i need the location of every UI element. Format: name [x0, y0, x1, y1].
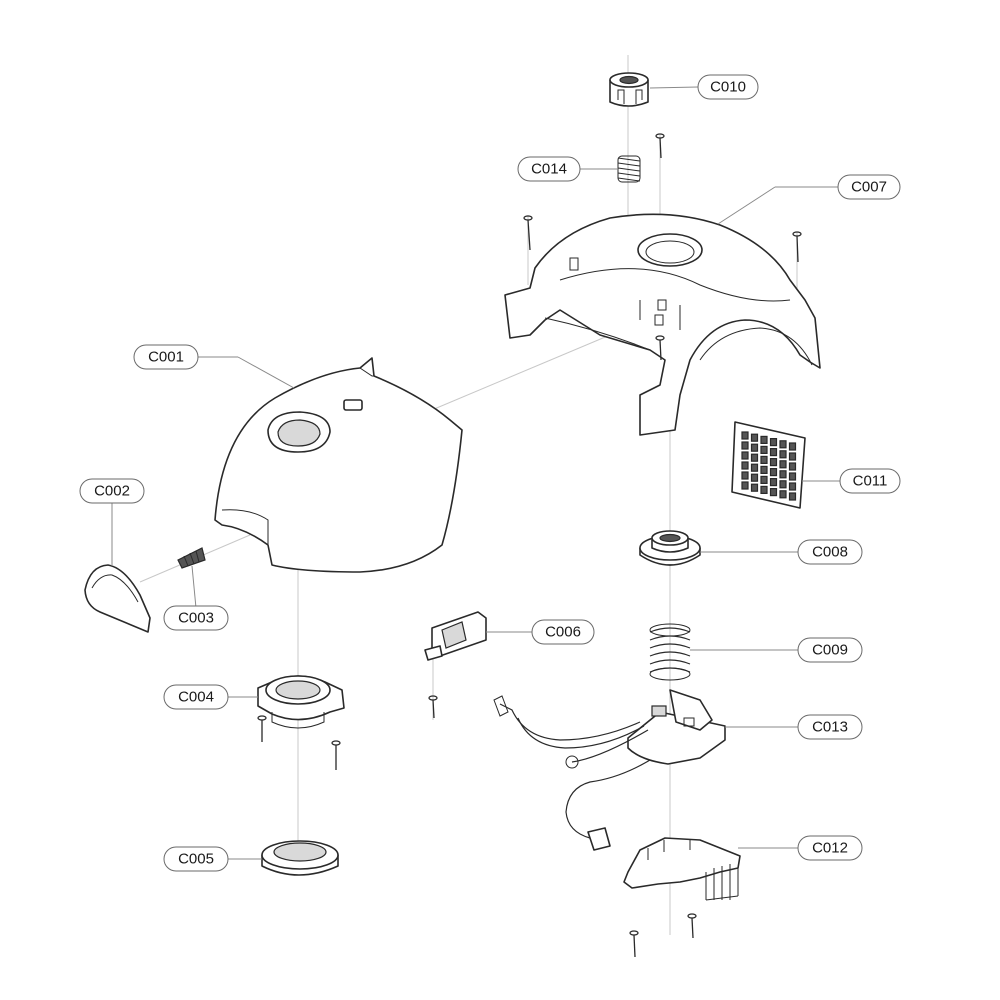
filter-cell [769, 478, 778, 487]
filter-cell [750, 473, 759, 482]
filter-cell [788, 492, 797, 501]
callout-c007: C007 [837, 174, 901, 200]
screw-top [655, 133, 665, 159]
callout-c014: C014 [517, 156, 581, 182]
callout-label: C012 [812, 840, 848, 857]
filter-cell [741, 481, 749, 490]
filter-cell [750, 453, 759, 462]
filter-cell [779, 440, 787, 449]
part-c014-spring [617, 155, 641, 183]
callout-c002: C002 [79, 478, 145, 504]
part-c010-cap [609, 72, 649, 107]
filter-cell [760, 485, 768, 494]
filter-cell [788, 462, 797, 471]
callout-label: C004 [178, 689, 214, 706]
filter-cell [769, 488, 778, 497]
filter-cell [760, 445, 768, 454]
part-c011-filter [731, 421, 806, 509]
filter-cell [788, 452, 797, 461]
callout-label: C009 [812, 642, 848, 659]
callout-label: C008 [812, 544, 848, 561]
part-c007-rear-housing [504, 213, 821, 436]
part-c002-knob-cover [84, 564, 151, 633]
filter-cell [741, 441, 749, 450]
callout-label: C007 [851, 179, 887, 196]
filter-cell [750, 433, 759, 442]
callout-label: C003 [178, 610, 214, 627]
callout-c012: C012 [797, 835, 863, 861]
callout-c006: C006 [531, 619, 595, 645]
filter-cell [788, 442, 797, 451]
filter-cell [769, 448, 778, 457]
filter-cell [779, 490, 787, 499]
callout-c010: C010 [697, 74, 759, 100]
filter-cell [741, 471, 749, 480]
callout-label: C011 [853, 473, 888, 490]
callout-label: C010 [710, 79, 746, 96]
part-c005-threaded-ring [261, 840, 339, 876]
filter-cell [769, 468, 778, 477]
part-c009-spring [649, 623, 691, 681]
callout-label: C013 [812, 719, 848, 736]
callout-c003: C003 [163, 605, 229, 631]
filter-cell [750, 483, 759, 492]
filter-cell [779, 460, 787, 469]
filter-cell [741, 461, 749, 470]
callout-c004: C004 [163, 684, 229, 710]
callout-label: C001 [148, 349, 184, 366]
callout-c005: C005 [163, 846, 229, 872]
callout-label: C014 [531, 161, 567, 178]
filter-cell [788, 482, 797, 491]
callout-c013: C013 [797, 714, 863, 740]
callout-c011: C011 [839, 468, 901, 494]
part-c003-cone [177, 547, 206, 569]
filter-cell [760, 465, 768, 474]
leader-lines [111, 86, 840, 860]
filter-cell [750, 443, 759, 452]
filter-cell [788, 472, 797, 481]
part-c008-seal [639, 530, 701, 566]
part-c013-board [493, 689, 726, 851]
part-c012-base [623, 837, 741, 958]
callout-c009: C009 [797, 637, 863, 663]
filter-cell [779, 470, 787, 479]
filter-cell [769, 458, 778, 467]
callout-c008: C008 [797, 539, 863, 565]
filter-cell [741, 431, 749, 440]
callout-label: C005 [178, 851, 214, 868]
callout-c001: C001 [133, 344, 199, 370]
filter-cell [760, 435, 768, 444]
part-c001-front-cover [214, 357, 463, 573]
filter-cell [760, 455, 768, 464]
filter-cell [769, 438, 778, 447]
callout-label: C002 [94, 483, 130, 500]
filter-cell [779, 480, 787, 489]
filter-cell [779, 450, 787, 459]
callout-label: C006 [545, 624, 581, 641]
filter-cell [750, 463, 759, 472]
part-c006-switch [424, 611, 487, 719]
part-c004-ring [257, 675, 345, 770]
filter-cell [741, 451, 749, 460]
screws-c007 [523, 215, 802, 361]
filter-cell [760, 475, 768, 484]
